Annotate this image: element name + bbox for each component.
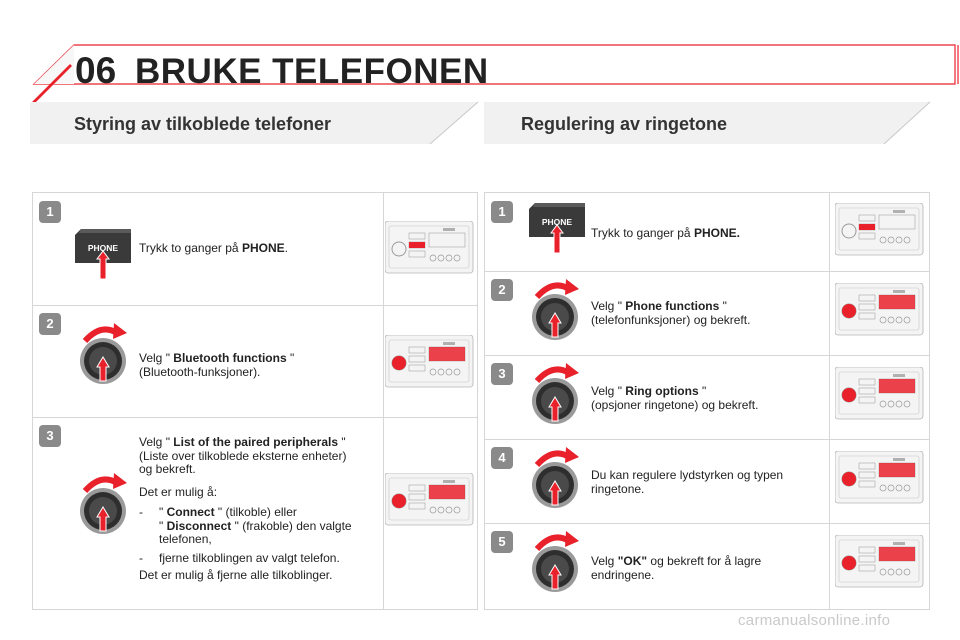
rotary-knob-icon bbox=[73, 319, 135, 389]
radio-panel-thumbnail bbox=[385, 335, 474, 388]
step-text: Trykk to ganger på PHONE. bbox=[591, 226, 740, 240]
step-number-badge: 2 bbox=[491, 279, 513, 301]
right-section-title: Regulering av ringetone bbox=[521, 114, 728, 134]
step-text: Velg " Ring options " (opsjoner ringeton… bbox=[591, 384, 759, 412]
section-title-bars bbox=[30, 101, 931, 145]
step-number-badge: 3 bbox=[491, 363, 513, 385]
radio-panel-thumbnail bbox=[835, 535, 924, 588]
step-text: Velg " Phone functions " (telefonfunksjo… bbox=[591, 299, 751, 327]
radio-panel-thumbnail bbox=[385, 221, 474, 274]
phone-button-icon bbox=[529, 203, 586, 254]
left-panel: 1 Trykk to ganger på PHONE. 2 Velg " Blu… bbox=[32, 192, 478, 610]
left-section-title: Styring av tilkoblede telefoner bbox=[74, 114, 332, 134]
left-step-3: 3 Velg " List of the paired peripherals … bbox=[33, 417, 477, 607]
radio-panel-thumbnail bbox=[835, 283, 924, 336]
rotary-knob-icon bbox=[525, 359, 587, 429]
right-step-5: 5 Velg "OK" og bekreft for å lagre endri… bbox=[485, 523, 929, 607]
footer-watermark: carmanualsonline.info bbox=[738, 612, 891, 629]
step-number-badge: 3 bbox=[39, 425, 61, 447]
right-step-3: 3 Velg " Ring options " (opsjoner ringet… bbox=[485, 355, 929, 440]
step-number-badge: 4 bbox=[491, 447, 513, 469]
rotary-knob-icon bbox=[525, 275, 587, 345]
right-step-1: 1 Trykk to ganger på PHONE. bbox=[485, 193, 929, 272]
step-text: Velg "OK" og bekreft for å lagre endring… bbox=[591, 554, 762, 582]
rotary-knob-icon bbox=[73, 469, 135, 539]
right-step-4: 4 Du kan regulere lydstyrken og typen ri… bbox=[485, 439, 929, 524]
radio-panel-thumbnail bbox=[835, 451, 924, 504]
rotary-knob-icon bbox=[525, 443, 587, 513]
step-number-badge: 2 bbox=[39, 313, 61, 335]
step-text: Du kan regulere lydstyrken og typen ring… bbox=[591, 468, 784, 496]
header-frame bbox=[32, 44, 959, 104]
step-text: Trykk to ganger på PHONE. bbox=[139, 241, 288, 255]
radio-panel-thumbnail bbox=[385, 473, 474, 526]
page-header: 06 BRUKE TELEFONEN bbox=[0, 0, 960, 110]
step-number-badge: 5 bbox=[491, 531, 513, 553]
left-step-2: 2 Velg " Bluetooth functions " (Bluetoot… bbox=[33, 305, 477, 418]
right-panel: 1 Trykk to ganger på PHONE. 2 Velg " Pho… bbox=[484, 192, 930, 610]
step-text: Velg " List of the paired peripherals " … bbox=[139, 435, 352, 582]
step-number-badge: 1 bbox=[39, 201, 61, 223]
page-title: BRUKE TELEFONEN bbox=[135, 52, 489, 91]
phone-button-icon bbox=[75, 229, 132, 280]
radio-panel-thumbnail bbox=[835, 203, 924, 256]
radio-panel-thumbnail bbox=[835, 367, 924, 420]
chapter-number: 06 bbox=[75, 50, 117, 91]
left-step-1: 1 Trykk to ganger på PHONE. bbox=[33, 193, 477, 306]
rotary-knob-icon bbox=[525, 527, 587, 597]
right-step-2: 2 Velg " Phone functions " (telefonfunks… bbox=[485, 271, 929, 356]
step-text: Velg " Bluetooth functions " (Bluetooth-… bbox=[139, 351, 295, 379]
step-number-badge: 1 bbox=[491, 201, 513, 223]
